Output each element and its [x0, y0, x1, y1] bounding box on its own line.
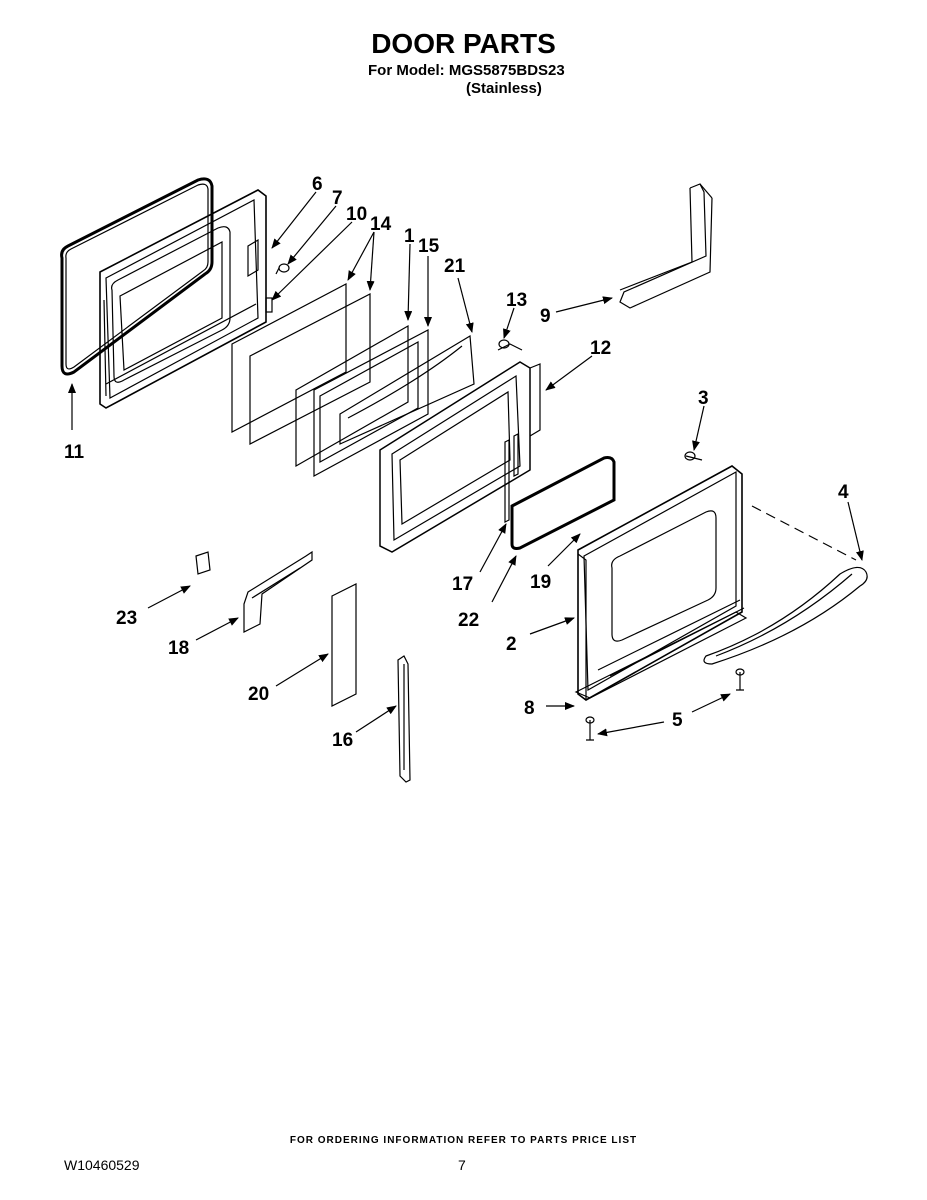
- page-title: DOOR PARTS: [371, 28, 556, 59]
- callout-2: 2: [506, 634, 517, 655]
- part-1-inner-window: [295, 324, 475, 478]
- part-17-strip: [504, 439, 510, 523]
- callout-19: 19: [530, 572, 551, 593]
- callout-13: 13: [506, 290, 527, 311]
- document-number: W10460529: [64, 1157, 140, 1173]
- part-7-screw: [275, 263, 290, 275]
- inner-door-liner: [99, 189, 267, 409]
- part-18-hinge: [243, 550, 313, 633]
- callout-6: 6: [312, 174, 323, 195]
- ordering-note: FOR ORDERING INFORMATION REFER TO PARTS …: [289, 1135, 638, 1146]
- page-number: 7: [458, 1157, 466, 1173]
- part-22-strip: [513, 433, 519, 477]
- part-4-handle: [703, 566, 868, 665]
- callout-15: 15: [418, 236, 440, 257]
- callout-5: 5: [672, 710, 683, 731]
- part-5-screws: [585, 668, 745, 741]
- callout-labels: 6 7 10 14 1 15 21 13 12 9 3 4 11 17 22 1…: [64, 174, 849, 751]
- model-variant: (Stainless): [466, 80, 542, 97]
- part-12-door-frame: [379, 339, 541, 553]
- callout-8: 8: [524, 698, 535, 719]
- part-19-window-gasket: [510, 456, 616, 550]
- callout-1: 1: [404, 226, 415, 247]
- part-2-outer-door: [577, 465, 743, 701]
- part-16-hinge-bracket: [397, 655, 411, 783]
- callout-17: 17: [452, 574, 473, 595]
- callout-11: 11: [64, 442, 85, 463]
- callout-22: 22: [458, 610, 479, 631]
- part-3-screw: [684, 451, 703, 461]
- callout-14: 14: [370, 214, 392, 235]
- callout-9: 9: [540, 306, 551, 327]
- part-10-clip: [265, 297, 273, 313]
- callout-16: 16: [332, 730, 353, 751]
- model-line: For Model: MGS5875BDS23: [368, 62, 565, 79]
- callout-3: 3: [698, 388, 709, 409]
- callout-4: 4: [838, 482, 849, 503]
- part-23-clip: [195, 551, 211, 575]
- part-20-insulation: [331, 583, 357, 707]
- callout-23: 23: [116, 608, 137, 629]
- part-9-bracket: [619, 183, 713, 309]
- callout-7: 7: [332, 188, 343, 209]
- part-11-gasket: [60, 177, 214, 376]
- callout-10: 10: [346, 204, 367, 225]
- callout-12: 12: [590, 338, 611, 359]
- part-14-glass: [231, 283, 371, 445]
- leader-arrows: [68, 191, 864, 737]
- callout-20: 20: [248, 684, 269, 705]
- part-6-bracket: [247, 238, 259, 278]
- callout-18: 18: [168, 638, 189, 659]
- callout-21: 21: [444, 256, 466, 277]
